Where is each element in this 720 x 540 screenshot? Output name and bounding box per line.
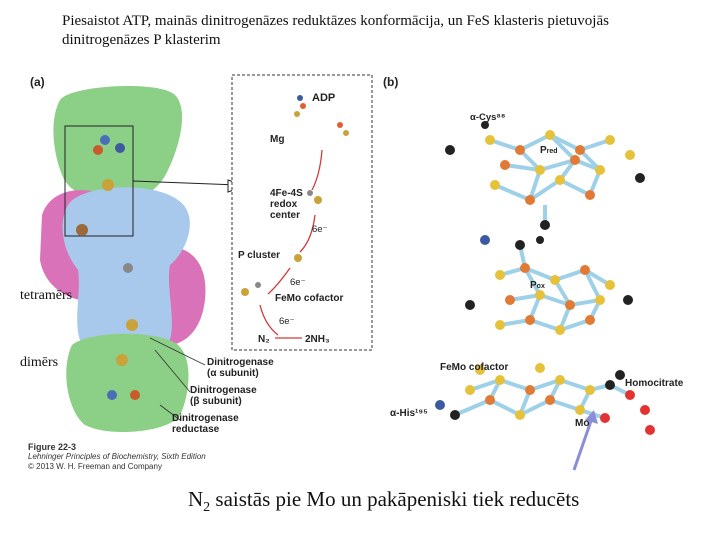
caption-line-2: © 2013 W. H. Freeman and Company [28, 462, 206, 472]
p-red-label: Pred [540, 145, 558, 157]
femo-cofactor-label-a: FeMo cofactor [275, 293, 343, 304]
caption-title: Figure 22-3 [28, 442, 206, 452]
nh3-label: 2NH₃ [305, 334, 330, 345]
p-ox-label: Pox [530, 280, 545, 292]
p-ox-letter: P [530, 280, 537, 291]
p-ox-subscript: ox [537, 283, 545, 290]
caption-line-1: Lehninger Principles of Biochemistry, Si… [28, 452, 206, 462]
reductase-label-1: Dinitrogenase [172, 413, 239, 424]
dinitrogenase-alpha-label-2: (α subunit) [207, 368, 259, 379]
femo-cofactor [455, 380, 630, 418]
panel-a-label: (a) [30, 75, 45, 89]
protein-surface [40, 86, 245, 432]
dimer-label: dimērs [20, 355, 58, 371]
electron-label-3: 6e⁻ [279, 316, 295, 327]
bottom-caption: N2 saistās pie Mo un pakāpeniski tiek re… [188, 487, 579, 512]
bottom-text-subscript: 2 [203, 500, 210, 515]
p-cluster-oxidized-atoms [465, 235, 633, 335]
inset-box [232, 75, 372, 350]
p-red-letter: P [540, 145, 547, 156]
mg-label: Mg [270, 134, 284, 145]
reductase-green-top [53, 86, 182, 200]
electron-label-2: 6e⁻ [290, 277, 306, 288]
tetramer-label: tetramērs [20, 288, 72, 304]
femo-cofactor-atoms [435, 363, 655, 435]
adp-label: ADP [312, 93, 335, 104]
dinitrogenase-beta-label-1: Dinitrogenase [190, 385, 257, 396]
fe4s4-label-3: center [270, 210, 300, 221]
electron-label-1: 6e⁻ [312, 224, 328, 235]
bottom-text-n: N [188, 487, 203, 511]
bottom-text-rest: saistās pie Mo un pakāpeniski tiek reduc… [210, 487, 579, 511]
fe4s4-label-1: 4Fe-4S [270, 188, 303, 199]
his-label: α-His¹⁹⁵ [390, 408, 428, 419]
homocitrate-label: Homocitrate [625, 378, 683, 389]
p-red-subscript: red [547, 148, 558, 155]
dinitrogenase-alpha-label-1: Dinitrogenase [207, 357, 274, 368]
fe4s4-label-2: redox [270, 199, 297, 210]
panel-b-label: (b) [383, 75, 398, 89]
reductase-label-2: reductase [172, 424, 219, 435]
cys-label: α-Cys⁸⁸ [470, 112, 505, 123]
figure-caption: Figure 22-3 Lehninger Principles of Bioc… [28, 442, 206, 472]
mo-label: Mo [575, 418, 589, 429]
dinitrogenase-beta-label-2: (β subunit) [190, 396, 242, 407]
femo-cofactor-label-b: FeMo cofactor [440, 362, 508, 373]
reductase-green-bottom [66, 334, 188, 432]
n2-label: N₂ [258, 334, 270, 345]
p-cluster-label: P cluster [238, 250, 280, 261]
